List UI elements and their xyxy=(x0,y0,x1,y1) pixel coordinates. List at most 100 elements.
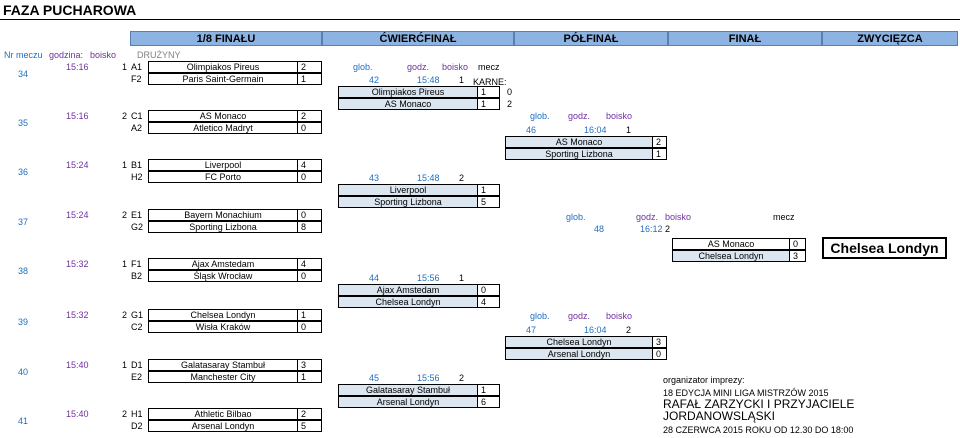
team-name[interactable]: Olimpiakos Pireus xyxy=(338,86,478,98)
match-number: 43 xyxy=(369,173,380,183)
team-name[interactable]: Chelsea Londyn xyxy=(672,250,790,262)
team-name[interactable]: Galatasaray Stambuł xyxy=(148,359,298,371)
team-name[interactable]: Wisła Kraków xyxy=(148,321,298,333)
header-winner: ZWYCIĘZCA xyxy=(822,31,958,46)
match-field: 2 xyxy=(626,325,632,335)
match-number: 48 xyxy=(594,224,605,234)
team-score: 3 xyxy=(790,250,806,262)
match-field: 2 xyxy=(122,310,128,320)
team-name[interactable]: Chelsea Londyn xyxy=(505,336,653,348)
team-name[interactable]: Arsenal Londyn xyxy=(148,420,298,432)
match-number: 36 xyxy=(18,167,29,177)
team-score: 5 xyxy=(298,420,322,432)
team-score: 1 xyxy=(298,371,322,383)
match-time: 15:40 xyxy=(66,360,89,370)
match-field: 2 xyxy=(459,173,465,183)
match-time: 16:04 xyxy=(584,325,607,335)
match-number: 42 xyxy=(369,75,380,85)
info-boisko: boisko xyxy=(606,311,633,321)
team-name[interactable]: Ajax Amstedam xyxy=(338,284,478,296)
group-code: F1 xyxy=(131,259,142,269)
team-name[interactable]: AS Monaco xyxy=(672,238,790,250)
team-score: 8 xyxy=(298,221,322,233)
team-name[interactable]: Atletico Madryt xyxy=(148,122,298,134)
match-time: 15:56 xyxy=(417,273,440,283)
team-name[interactable]: Sporting Lizbona xyxy=(148,221,298,233)
info-mecz: mecz xyxy=(773,212,795,222)
team-name[interactable]: Liverpool xyxy=(338,184,478,196)
match-field: 1 xyxy=(122,160,128,170)
team-score: 4 xyxy=(478,296,500,308)
match-field: 1 xyxy=(122,62,128,72)
team-score: 1 xyxy=(478,184,500,196)
match-field: 1 xyxy=(122,360,128,370)
match-number: 47 xyxy=(526,325,537,335)
team-name[interactable]: Sporting Lizbona xyxy=(338,196,478,208)
team-score: 1 xyxy=(478,86,500,98)
match-time: 15:40 xyxy=(66,409,89,419)
col-teams: DRUŻYNY xyxy=(137,50,181,60)
team-score: 2 xyxy=(653,136,667,148)
organizer-place: JORDANOWSLĄSKI xyxy=(663,409,776,423)
match-time: 15:48 xyxy=(417,173,440,183)
group-code: G2 xyxy=(131,222,144,232)
team-name[interactable]: Arsenal Londyn xyxy=(338,396,478,408)
header-sf: PÓŁFINAŁ xyxy=(514,31,668,46)
organizer-label: organizator imprezy: xyxy=(663,375,745,385)
group-code: D1 xyxy=(131,360,143,370)
team-name[interactable]: Chelsea Londyn xyxy=(338,296,478,308)
info-godz: godz. xyxy=(636,212,659,222)
team-score: 0 xyxy=(298,209,322,221)
info-glob: glob. xyxy=(566,212,586,222)
match-number: 38 xyxy=(18,266,29,276)
penalty-score: 2 xyxy=(507,99,513,109)
match-number: 44 xyxy=(369,273,380,283)
group-code: B1 xyxy=(131,160,143,170)
group-code: C2 xyxy=(131,322,143,332)
header-r16: 1/8 FINAŁU xyxy=(130,31,322,46)
info-godz: godz. xyxy=(407,62,430,72)
team-name[interactable]: Athletic Bilbao xyxy=(148,408,298,420)
group-code: B2 xyxy=(131,271,143,281)
team-name[interactable]: AS Monaco xyxy=(505,136,653,148)
header-qf: ĆWIERĆFINAŁ xyxy=(322,31,514,46)
team-name[interactable]: Olimpiakos Pireus xyxy=(148,61,298,73)
match-time: 16:04 xyxy=(584,125,607,135)
team-name[interactable]: Paris Saint-Germain xyxy=(148,73,298,85)
team-name[interactable]: Manchester City xyxy=(148,371,298,383)
team-score: 5 xyxy=(478,196,500,208)
match-field: 1 xyxy=(459,273,465,283)
col-field: boisko xyxy=(90,50,117,60)
team-name[interactable]: AS Monaco xyxy=(338,98,478,110)
match-field: 2 xyxy=(122,111,128,121)
team-name[interactable]: Bayern Monachium xyxy=(148,209,298,221)
team-name[interactable]: Liverpool xyxy=(148,159,298,171)
group-code: A2 xyxy=(131,123,143,133)
team-score: 1 xyxy=(653,148,667,160)
tournament-winner: Chelsea Londyn xyxy=(822,237,947,259)
match-number: 39 xyxy=(18,317,29,327)
match-time: 15:16 xyxy=(66,62,89,72)
group-code: D2 xyxy=(131,421,143,431)
team-name[interactable]: Ajax Amstedam xyxy=(148,258,298,270)
team-name[interactable]: Arsenal Londyn xyxy=(505,348,653,360)
info-glob: glob. xyxy=(353,62,373,72)
col-time: godzina: xyxy=(49,50,84,60)
match-field: 1 xyxy=(459,75,465,85)
group-code: F2 xyxy=(131,74,142,84)
col-match-no: Nr meczu xyxy=(4,50,43,60)
match-time: 15:32 xyxy=(66,310,89,320)
team-name[interactable]: Galatasaray Stambuł xyxy=(338,384,478,396)
match-field: 2 xyxy=(459,373,465,383)
match-number: 40 xyxy=(18,367,29,377)
group-code: C1 xyxy=(131,111,143,121)
team-name[interactable]: Chelsea Londyn xyxy=(148,309,298,321)
group-code: G1 xyxy=(131,310,144,320)
info-boisko: boisko xyxy=(606,111,633,121)
team-score: 2 xyxy=(298,408,322,420)
team-name[interactable]: FC Porto xyxy=(148,171,298,183)
team-name[interactable]: Śląsk Wrocław xyxy=(148,270,298,282)
match-field: 2 xyxy=(665,224,671,234)
team-name[interactable]: AS Monaco xyxy=(148,110,298,122)
team-name[interactable]: Sporting Lizbona xyxy=(505,148,653,160)
